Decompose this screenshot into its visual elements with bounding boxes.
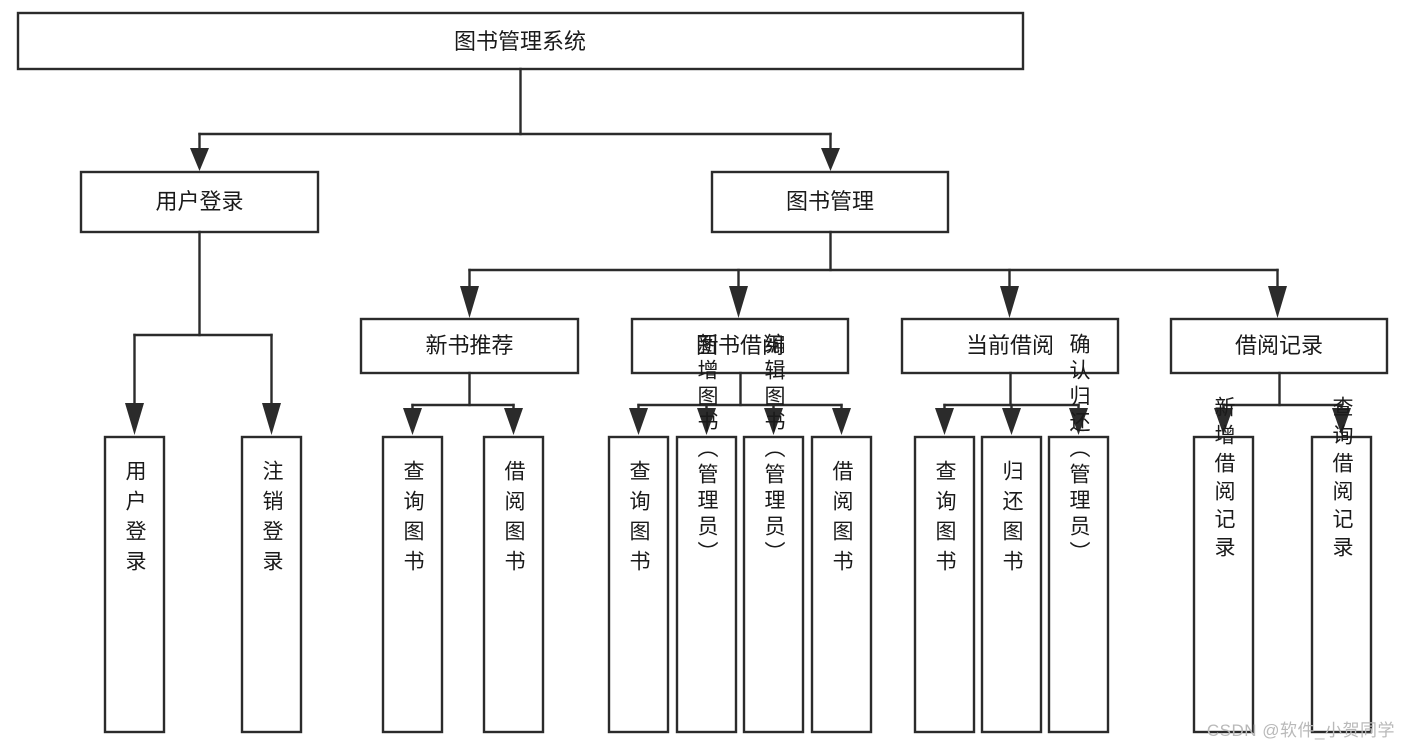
arrow-head-borrow-record xyxy=(1268,286,1287,318)
leaf-query-book-1-box[interactable] xyxy=(381,435,444,734)
node-book-manage[interactable]: 图书管理 xyxy=(710,170,950,234)
arrow-head-leaf-add-record xyxy=(1214,408,1233,435)
leaf-add-record-box[interactable] xyxy=(1192,435,1255,734)
leaf-user-login-box[interactable] xyxy=(103,435,166,734)
leaf-query-book-3-box[interactable] xyxy=(913,435,976,734)
node-current-borrow[interactable]: 当前借阅 xyxy=(900,317,1120,375)
leaf-query-book-3-label: 查询图书 xyxy=(933,460,957,580)
book-manage-label: 图书管理 xyxy=(786,189,874,214)
leaf-query-book-3[interactable]: 查询图书 xyxy=(913,435,976,734)
leaf-query-book-2[interactable]: 查询图书 xyxy=(607,435,670,734)
leaf-borrow-book-1-label: 借阅图书 xyxy=(502,460,526,580)
leaf-borrow-book-1[interactable]: 借阅图书 xyxy=(482,435,545,734)
book-borrow-label: 图书借阅 xyxy=(696,333,784,358)
arrow-head-leaf-confirm-return xyxy=(1069,408,1088,435)
book-borrow-box[interactable] xyxy=(630,317,850,375)
leaf-borrow-book-1-box[interactable] xyxy=(482,435,545,734)
arrow-head-leaf-query-book-1 xyxy=(403,408,422,435)
node-borrow-record[interactable]: 借阅记录 xyxy=(1169,317,1389,375)
arrow-head-leaf-return-book xyxy=(1002,408,1021,435)
node-book-borrow[interactable]: 图书借阅 xyxy=(630,317,850,375)
leaf-user-logout-box[interactable] xyxy=(240,435,303,734)
node-user-login[interactable]: 用户登录 xyxy=(79,170,320,234)
arrow-head-book-borrow xyxy=(729,286,748,318)
arrow-head-leaf-query-record xyxy=(1332,408,1351,435)
leaf-confirm-return[interactable]: 确认归还（管理员） xyxy=(1047,333,1110,734)
arrow-head-bookmanage xyxy=(821,148,840,171)
leaf-add-book[interactable]: 新增图书（管理员） xyxy=(675,333,738,734)
root-label: 图书管理系统 xyxy=(454,29,586,54)
current-borrow-label: 当前借阅 xyxy=(966,333,1054,358)
node-root[interactable]: 图书管理系统 xyxy=(16,11,1025,71)
arrow-head-new-book-rec xyxy=(460,286,479,318)
leaf-borrow-book-2[interactable]: 借阅图书 xyxy=(810,435,873,734)
current-borrow-box[interactable] xyxy=(900,317,1120,375)
leaf-edit-book-box[interactable] xyxy=(742,435,805,734)
leaf-add-book-label: 新增图书（管理员） xyxy=(695,333,719,567)
arrow-head-leaf-borrow-book-2 xyxy=(832,408,851,435)
leaf-user-logout[interactable]: 注销登录 xyxy=(240,435,303,734)
leaf-user-login[interactable]: 用户登录 xyxy=(103,435,166,734)
leaf-user-logout-label: 注销登录 xyxy=(260,460,284,580)
leaf-edit-book[interactable]: 编辑图书（管理员） xyxy=(742,333,805,734)
arrow-head-leaf-borrow-book-1 xyxy=(504,408,523,435)
new-book-rec-box[interactable] xyxy=(359,317,580,375)
leaf-borrow-book-2-box[interactable] xyxy=(810,435,873,734)
leaf-add-record[interactable]: 新增借阅记录 xyxy=(1192,396,1255,734)
leaf-query-record-box[interactable] xyxy=(1310,435,1373,734)
arrow-head-leaf-edit-book xyxy=(764,408,783,435)
leaf-add-record-label: 新增借阅记录 xyxy=(1212,396,1236,564)
arrow-head-current-borrow xyxy=(1000,286,1019,318)
leaf-query-book-2-label: 查询图书 xyxy=(627,460,651,580)
user-login-label: 用户登录 xyxy=(155,189,243,214)
borrow-record-box[interactable] xyxy=(1169,317,1389,375)
leaf-query-record-label: 查询借阅记录 xyxy=(1330,396,1354,564)
leaf-user-login-label: 用户登录 xyxy=(123,460,147,580)
arrow-head-leaf-add-book xyxy=(697,408,716,435)
leaf-query-book-2-box[interactable] xyxy=(607,435,670,734)
leaf-return-book-label: 归还图书 xyxy=(1000,460,1024,580)
new-book-rec-label: 新书推荐 xyxy=(425,333,513,358)
leaf-query-book-1[interactable]: 查询图书 xyxy=(381,435,444,734)
arrow-head-leaf-query-book-3 xyxy=(935,408,954,435)
root-box[interactable] xyxy=(16,11,1025,71)
leaf-query-record[interactable]: 查询借阅记录 xyxy=(1310,396,1373,734)
leaf-return-book-box[interactable] xyxy=(980,435,1043,734)
leaf-add-book-box[interactable] xyxy=(675,435,738,734)
book-manage-box[interactable] xyxy=(710,170,950,234)
arrow-head-leaf-query-book-2 xyxy=(629,408,648,435)
csdn-watermark: CSDN @软件_小贺同学 xyxy=(1206,721,1395,740)
node-new-book-rec[interactable]: 新书推荐 xyxy=(359,317,580,375)
leaf-edit-book-label: 编辑图书（管理员） xyxy=(762,333,786,567)
leaf-return-book[interactable]: 归还图书 xyxy=(980,435,1043,734)
borrow-record-label: 借阅记录 xyxy=(1235,333,1323,358)
arrow-head-leaf-user-logout xyxy=(262,403,281,435)
leaf-confirm-return-label: 确认归还（管理员） xyxy=(1067,333,1091,567)
arrow-head-leaf-user-login xyxy=(125,403,144,435)
arrow-head-userlogin xyxy=(190,148,209,171)
leaf-confirm-return-box[interactable] xyxy=(1047,435,1110,734)
leaf-borrow-book-2-label: 借阅图书 xyxy=(830,460,854,580)
leaf-query-book-1-label: 查询图书 xyxy=(401,460,425,580)
